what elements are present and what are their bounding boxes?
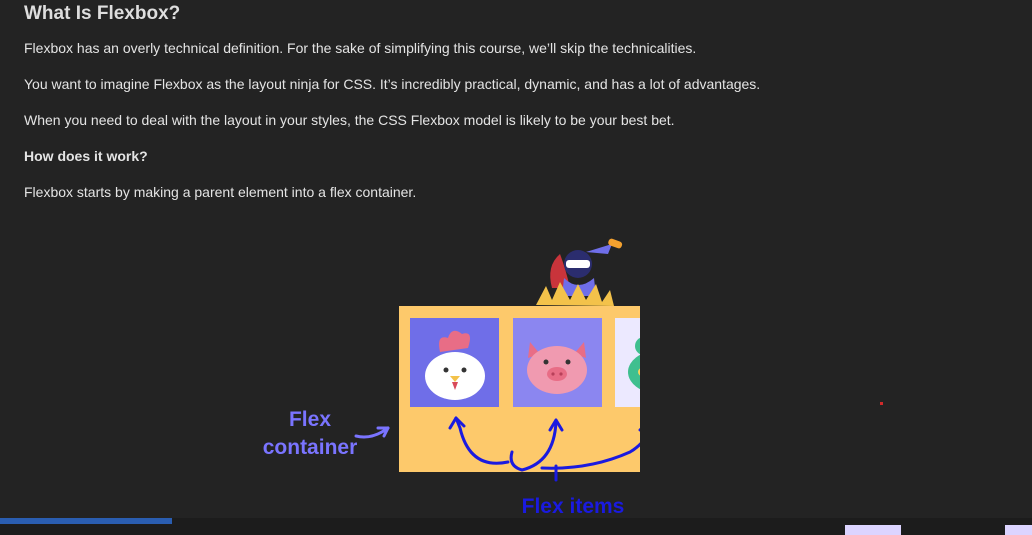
- paragraph-definition: Flexbox has an overly technical definiti…: [24, 40, 697, 56]
- flex-items-label: Flex items: [522, 495, 625, 518]
- flexbox-illustration: Flex container Flex items: [260, 230, 640, 520]
- flexbox-diagram: Flex container Flex items: [263, 238, 640, 518]
- lesson-progress-bar: [0, 518, 172, 524]
- bottom-toolbar-tile[interactable]: [845, 525, 901, 535]
- flex-container-arrow: [354, 426, 390, 439]
- bottom-toolbar-tile-right[interactable]: [1005, 525, 1032, 535]
- lesson-progress-track: [0, 518, 1032, 535]
- paragraph-flex-container: Flexbox starts by making a parent elemen…: [24, 184, 417, 200]
- flex-container-label-line2: container: [263, 436, 358, 459]
- flex-item-frog: [615, 318, 640, 407]
- lesson-title: What Is Flexbox?: [24, 3, 181, 24]
- flex-container-label-line1: Flex: [289, 408, 331, 431]
- flex-items-arrows: [448, 416, 640, 482]
- subheading-how-it-works: How does it work?: [24, 148, 148, 164]
- cursor-dot: [880, 402, 883, 405]
- flex-item-pig: [513, 318, 602, 407]
- flex-item-chicken: [410, 318, 499, 407]
- paragraph-best-bet: When you need to deal with the layout in…: [24, 112, 675, 128]
- flex-container-arrowhead: [376, 426, 390, 438]
- ninja-illustration: [536, 238, 623, 306]
- paragraph-ninja: You want to imagine Flexbox as the layou…: [24, 76, 761, 92]
